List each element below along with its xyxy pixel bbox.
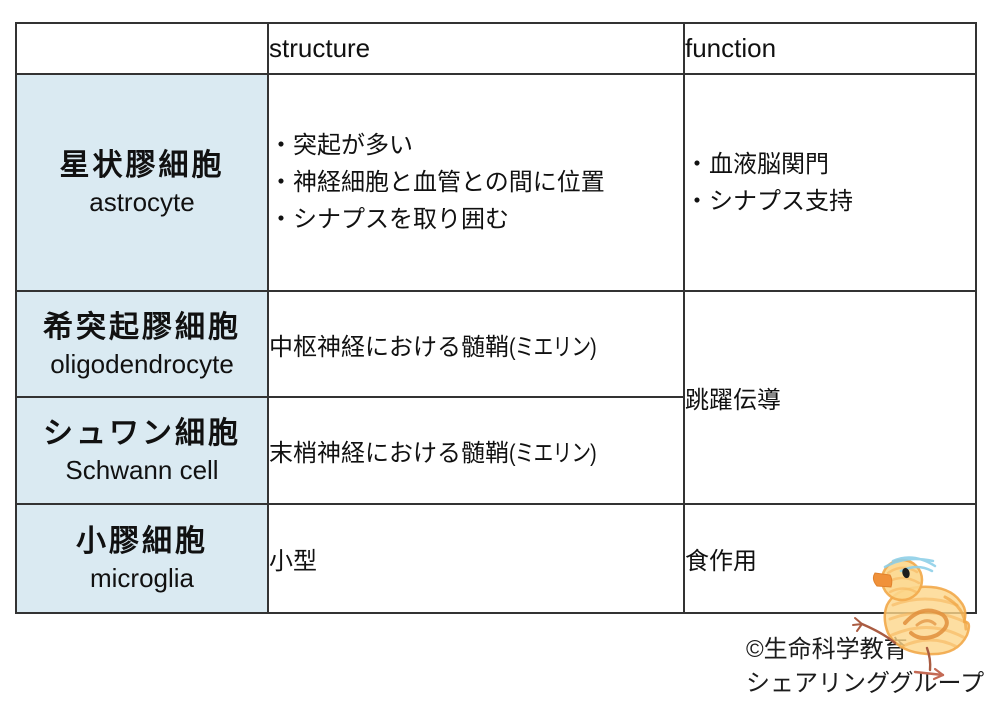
- schwann-name-ja: シュワン細胞: [43, 417, 241, 450]
- microglia-structure-cell: 小型: [267, 503, 685, 614]
- astrocyte-function-cell: ・血液脳関門 ・シナプス支持: [683, 73, 977, 292]
- astrocyte-structure-cell: ・突起が多い ・神経細胞と血管との間に位置 ・シナプスを取り囲む: [267, 73, 685, 292]
- oligodendrocyte-name-en: oligodendrocyte: [50, 348, 234, 379]
- oligodendrocyte-name-cell: 希突起膠細胞 oligodendrocyte: [15, 290, 269, 398]
- oligodendrocyte-structure-cell: 中枢神経における髄鞘(ミエリン): [267, 290, 685, 398]
- microglia-name-cell: 小膠細胞 microglia: [15, 503, 269, 614]
- copyright-credit: ©生命科学教育 シェアリンググループ: [746, 633, 984, 701]
- header-structure: structure: [267, 22, 685, 75]
- schwann-name-en: Schwann cell: [65, 455, 219, 485]
- microglia-name-en: microglia: [89, 563, 195, 593]
- schwann-structure-text: 末梢神経における髄鞘: [269, 440, 509, 467]
- astrocyte-name-cell: 星状膠細胞 astrocyte: [15, 73, 269, 292]
- astrocyte-structure-item: ・突起が多い: [269, 132, 413, 159]
- microglia-function-cell: 食作用: [683, 503, 977, 614]
- oligodendrocyte-structure-paren: (ミエリン): [509, 333, 597, 361]
- glial-cells-table: structure function 星状膠細胞 astrocyte ・突起が多…: [15, 22, 977, 614]
- row-schwann: シュワン細胞 Schwann cell 末梢神経における髄鞘(ミエリン): [15, 396, 976, 505]
- oligodendrocyte-name-ja: 希突起膠細胞: [43, 310, 241, 344]
- schwann-name-cell: シュワン細胞 Schwann cell: [15, 396, 269, 505]
- schwann-structure-cell: 末梢神経における髄鞘(ミエリン): [267, 396, 685, 505]
- saltatory-conduction-cell: 跳躍伝導: [683, 290, 977, 505]
- header-function: function: [683, 22, 977, 75]
- header-row: structure function: [15, 22, 977, 75]
- astrocyte-function-item: ・血液脳関門: [685, 150, 829, 178]
- header-blank-cell: [15, 22, 269, 75]
- copyright-line1: ©生命科学教育: [746, 636, 908, 663]
- oligodendrocyte-structure-text: 中枢神経における髄鞘: [269, 333, 509, 361]
- astrocyte-structure-item: ・神経細胞と血管との間に位置: [269, 169, 605, 196]
- row-astrocyte: 星状膠細胞 astrocyte ・突起が多い ・神経細胞と血管との間に位置 ・シ…: [15, 73, 977, 292]
- row-oligodendrocyte: 希突起膠細胞 oligodendrocyte 中枢神経における髄鞘(ミエリン) …: [15, 290, 977, 505]
- microglia-name-ja: 小膠細胞: [76, 525, 208, 558]
- astrocyte-name-ja: 星状膠細胞: [59, 149, 225, 182]
- astrocyte-structure-item: ・シナプスを取り囲む: [269, 206, 509, 233]
- astrocyte-name-en: astrocyte: [89, 187, 195, 217]
- copyright-line2: シェアリンググループ: [746, 670, 985, 697]
- row-microglia: 小膠細胞 microglia 小型 食作用: [15, 503, 977, 614]
- schwann-structure-paren: (ミエリン): [509, 440, 597, 467]
- astrocyte-function-item: ・シナプス支持: [685, 187, 853, 215]
